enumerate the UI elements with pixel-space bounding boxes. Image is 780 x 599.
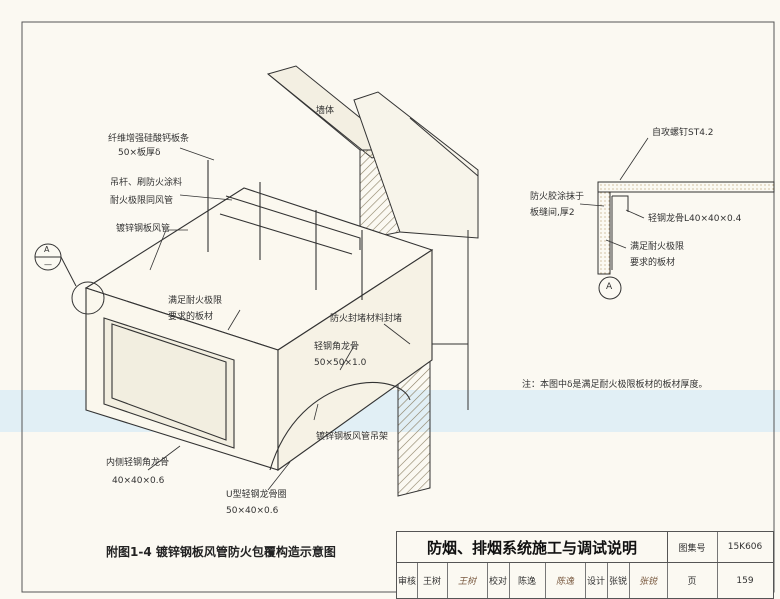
label-hanger: 吊杆、刷防火涂料 xyxy=(110,178,183,188)
label-screw: 自攻螺钉ST4.2 xyxy=(652,128,714,138)
drawing-note: 注：本图中δ是满足耐火极限板材的板材厚度。 xyxy=(522,380,708,390)
label-u-keel: U型轻钢龙骨圈 xyxy=(226,490,287,500)
checker-sign: 陈逸 xyxy=(545,563,586,598)
check-label: 校对 xyxy=(487,563,510,598)
label-fire-glue-1: 防火胶涂抹于 xyxy=(530,192,585,202)
label-angle-keel-size: 50×50×1.0 xyxy=(314,358,367,368)
page-label: 页 xyxy=(667,563,718,598)
design-label: 设计 xyxy=(585,563,608,598)
label-board-req-2: 要求的板材 xyxy=(168,312,214,322)
label-detail-board-2: 要求的板材 xyxy=(630,258,676,268)
atlas-label: 图集号 xyxy=(667,532,718,563)
atlas-number: 15K606 xyxy=(717,532,773,563)
designer-name: 张锐 xyxy=(607,563,630,598)
label-duct: 镀锌钢板风管 xyxy=(116,224,171,234)
label-u-keel-size: 50×40×0.6 xyxy=(226,506,279,516)
checker-name: 陈逸 xyxy=(509,563,546,598)
duct-box xyxy=(84,160,434,472)
designer-sign: 张锐 xyxy=(629,563,668,598)
label-fire-seal: 防火封堵材料封堵 xyxy=(330,314,403,324)
label-detail-board-1: 满足耐火极限 xyxy=(630,242,685,252)
wall-beam xyxy=(266,65,479,241)
label-wall: 墙体 xyxy=(316,106,335,116)
detail-a xyxy=(597,181,775,300)
leader-lines xyxy=(147,137,649,491)
label-hanger-spec: 耐火极限同风管 xyxy=(110,196,174,206)
label-inner-keel-size: 40×40×0.6 xyxy=(112,476,165,486)
reviewer-sign: 王树 xyxy=(447,563,488,598)
callout-a-sheet: — xyxy=(44,260,52,269)
label-board-req-1: 满足耐火极限 xyxy=(168,296,223,306)
label-angle-keel: 轻钢角龙骨 xyxy=(314,342,360,352)
label-light-keel-detail: 轻钢龙骨L40×40×0.4 xyxy=(648,214,742,224)
wall-section-lower xyxy=(397,230,469,497)
title-block: 防烟、排烟系统施工与调试说明 图集号 15K606 审核 王树 王树 校对 陈逸… xyxy=(396,531,774,599)
page-number: 159 xyxy=(736,575,754,586)
label-duct-hanger: 镀锌钢板风管吊架 xyxy=(316,432,389,442)
label-fiber-board-size: 50×板厚δ xyxy=(118,148,161,158)
label-fiber-board: 纤维增强硅酸钙板条 xyxy=(108,134,190,144)
label-inner-keel: 内侧轻钢角龙骨 xyxy=(106,458,170,468)
detail-a-letter: A xyxy=(606,282,613,292)
callout-a-marker xyxy=(34,243,105,315)
label-fire-glue-2: 板缝间,厚2 xyxy=(530,208,575,218)
reviewer-name: 王树 xyxy=(417,563,448,598)
title-block-title: 防烟、排烟系统施工与调试说明 xyxy=(397,532,668,563)
review-label: 审核 xyxy=(397,563,418,598)
callout-a-letter: A xyxy=(44,245,50,254)
figure-caption: 附图1-4 镀锌钢板风管防火包覆构造示意图 xyxy=(106,545,336,559)
